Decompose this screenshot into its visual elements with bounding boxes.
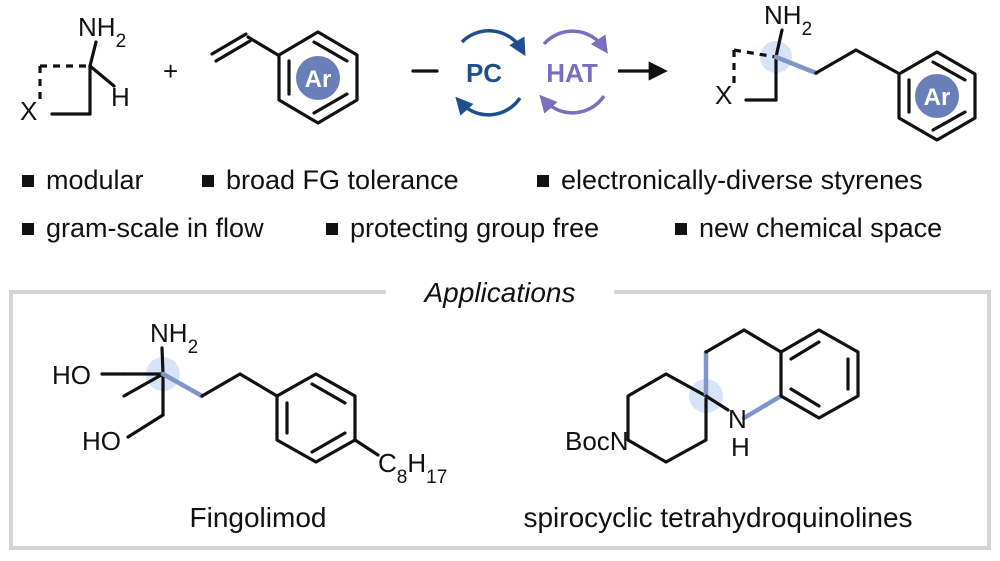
fingolimod-structure: NH2 HO HO C8H17 Fingolimod (52, 318, 447, 533)
feature-modular: modular (46, 165, 144, 195)
applications-box: Applications (9, 277, 991, 550)
ar-label-styrene: Ar (305, 66, 332, 93)
catalysis: PC HAT (411, 29, 668, 117)
reactant-h-label: H (111, 82, 130, 112)
pc-label: PC (466, 58, 502, 88)
product: Ar NH2 X (715, 0, 977, 142)
product-nh2-label: NH2 (764, 0, 812, 40)
feature-pg-free: protecting group free (350, 213, 599, 243)
styrene: Ar (210, 30, 359, 125)
product-x-label: X (715, 80, 732, 110)
spiro-nh-h: H (731, 432, 750, 462)
reactant-nh2-label: NH2 (78, 12, 126, 52)
nh2-text: NH2 (78, 12, 126, 52)
feature-chemical-space: new chemical space (699, 213, 942, 243)
fingolimod-ho-bottom: HO (82, 426, 121, 456)
feature-gram-scale: gram-scale in flow (46, 213, 264, 243)
fingolimod-nh2: NH2 (150, 318, 198, 358)
feature-broad-fg: broad FG tolerance (226, 165, 459, 195)
hat-label: HAT (546, 58, 598, 88)
product-nh2-text: NH2 (764, 0, 812, 40)
ar-circle-product (915, 74, 959, 118)
spiro-thq-structure: BocN N H spirocyclic tetrahydroquinoline… (523, 328, 913, 533)
feature-styrenes: electronically-diverse styrenes (561, 165, 923, 195)
reactant-amine: NH2 H X (20, 12, 130, 126)
spiro-nh-n: N (728, 404, 747, 434)
spiro-name: spirocyclic tetrahydroquinolines (523, 502, 912, 533)
reactant-x-label: X (20, 96, 37, 126)
feature-list: modular broad FG tolerance electronicall… (22, 165, 942, 243)
spiro-boc-label: BocN (565, 426, 629, 456)
plus-sign: + (163, 56, 178, 86)
fingolimod-c8h17: C8H17 (378, 448, 447, 488)
ar-circle-styrene (296, 56, 340, 100)
fingolimod-ho-top: HO (52, 360, 91, 390)
applications-title: Applications (423, 277, 576, 308)
ar-label-product: Ar (924, 84, 951, 111)
fingolimod-name: Fingolimod (190, 502, 327, 533)
